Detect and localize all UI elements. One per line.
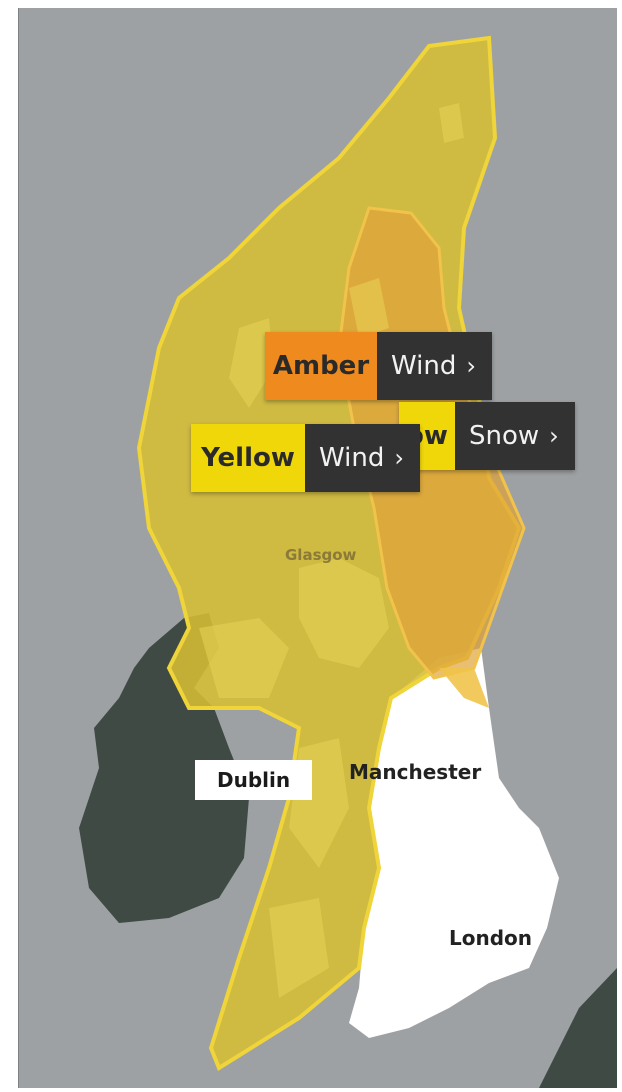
continent-land	[539, 968, 617, 1088]
warning-type-label: Wind	[319, 443, 385, 473]
city-label-glasgow: Glasgow	[285, 546, 357, 564]
england-land	[349, 648, 559, 1038]
warning-type-wind: Wind ›	[377, 332, 492, 400]
amber-wind-warning-badge[interactable]: Amber Wind ›	[265, 332, 492, 400]
city-label-manchester: Manchester	[349, 760, 482, 784]
warning-level-yellow: Yellow	[191, 424, 305, 492]
warning-type-wind: Wind ›	[305, 424, 420, 492]
city-label-dublin: Dublin	[195, 760, 313, 800]
chevron-right-icon: ›	[549, 422, 559, 450]
warning-type-label: Wind	[391, 351, 457, 381]
yellow-snow-warning-badge[interactable]: ow Snow ›	[399, 402, 575, 470]
warning-type-label: Snow	[469, 421, 540, 451]
weather-warning-map: Amber Wind › ow Snow › Yellow Wind › Gla…	[18, 8, 617, 1088]
warning-level-amber: Amber	[265, 332, 377, 400]
map-canvas	[79, 35, 617, 1088]
chevron-right-icon: ›	[466, 352, 476, 380]
chevron-right-icon: ›	[394, 444, 404, 472]
land-texture	[199, 103, 464, 998]
yellow-wind-warning-badge[interactable]: Yellow Wind ›	[191, 424, 420, 492]
city-label-london: London	[449, 926, 533, 950]
amber-coast-zone	[439, 668, 489, 708]
warning-type-snow: Snow ›	[455, 402, 575, 470]
ireland-land	[79, 613, 249, 923]
